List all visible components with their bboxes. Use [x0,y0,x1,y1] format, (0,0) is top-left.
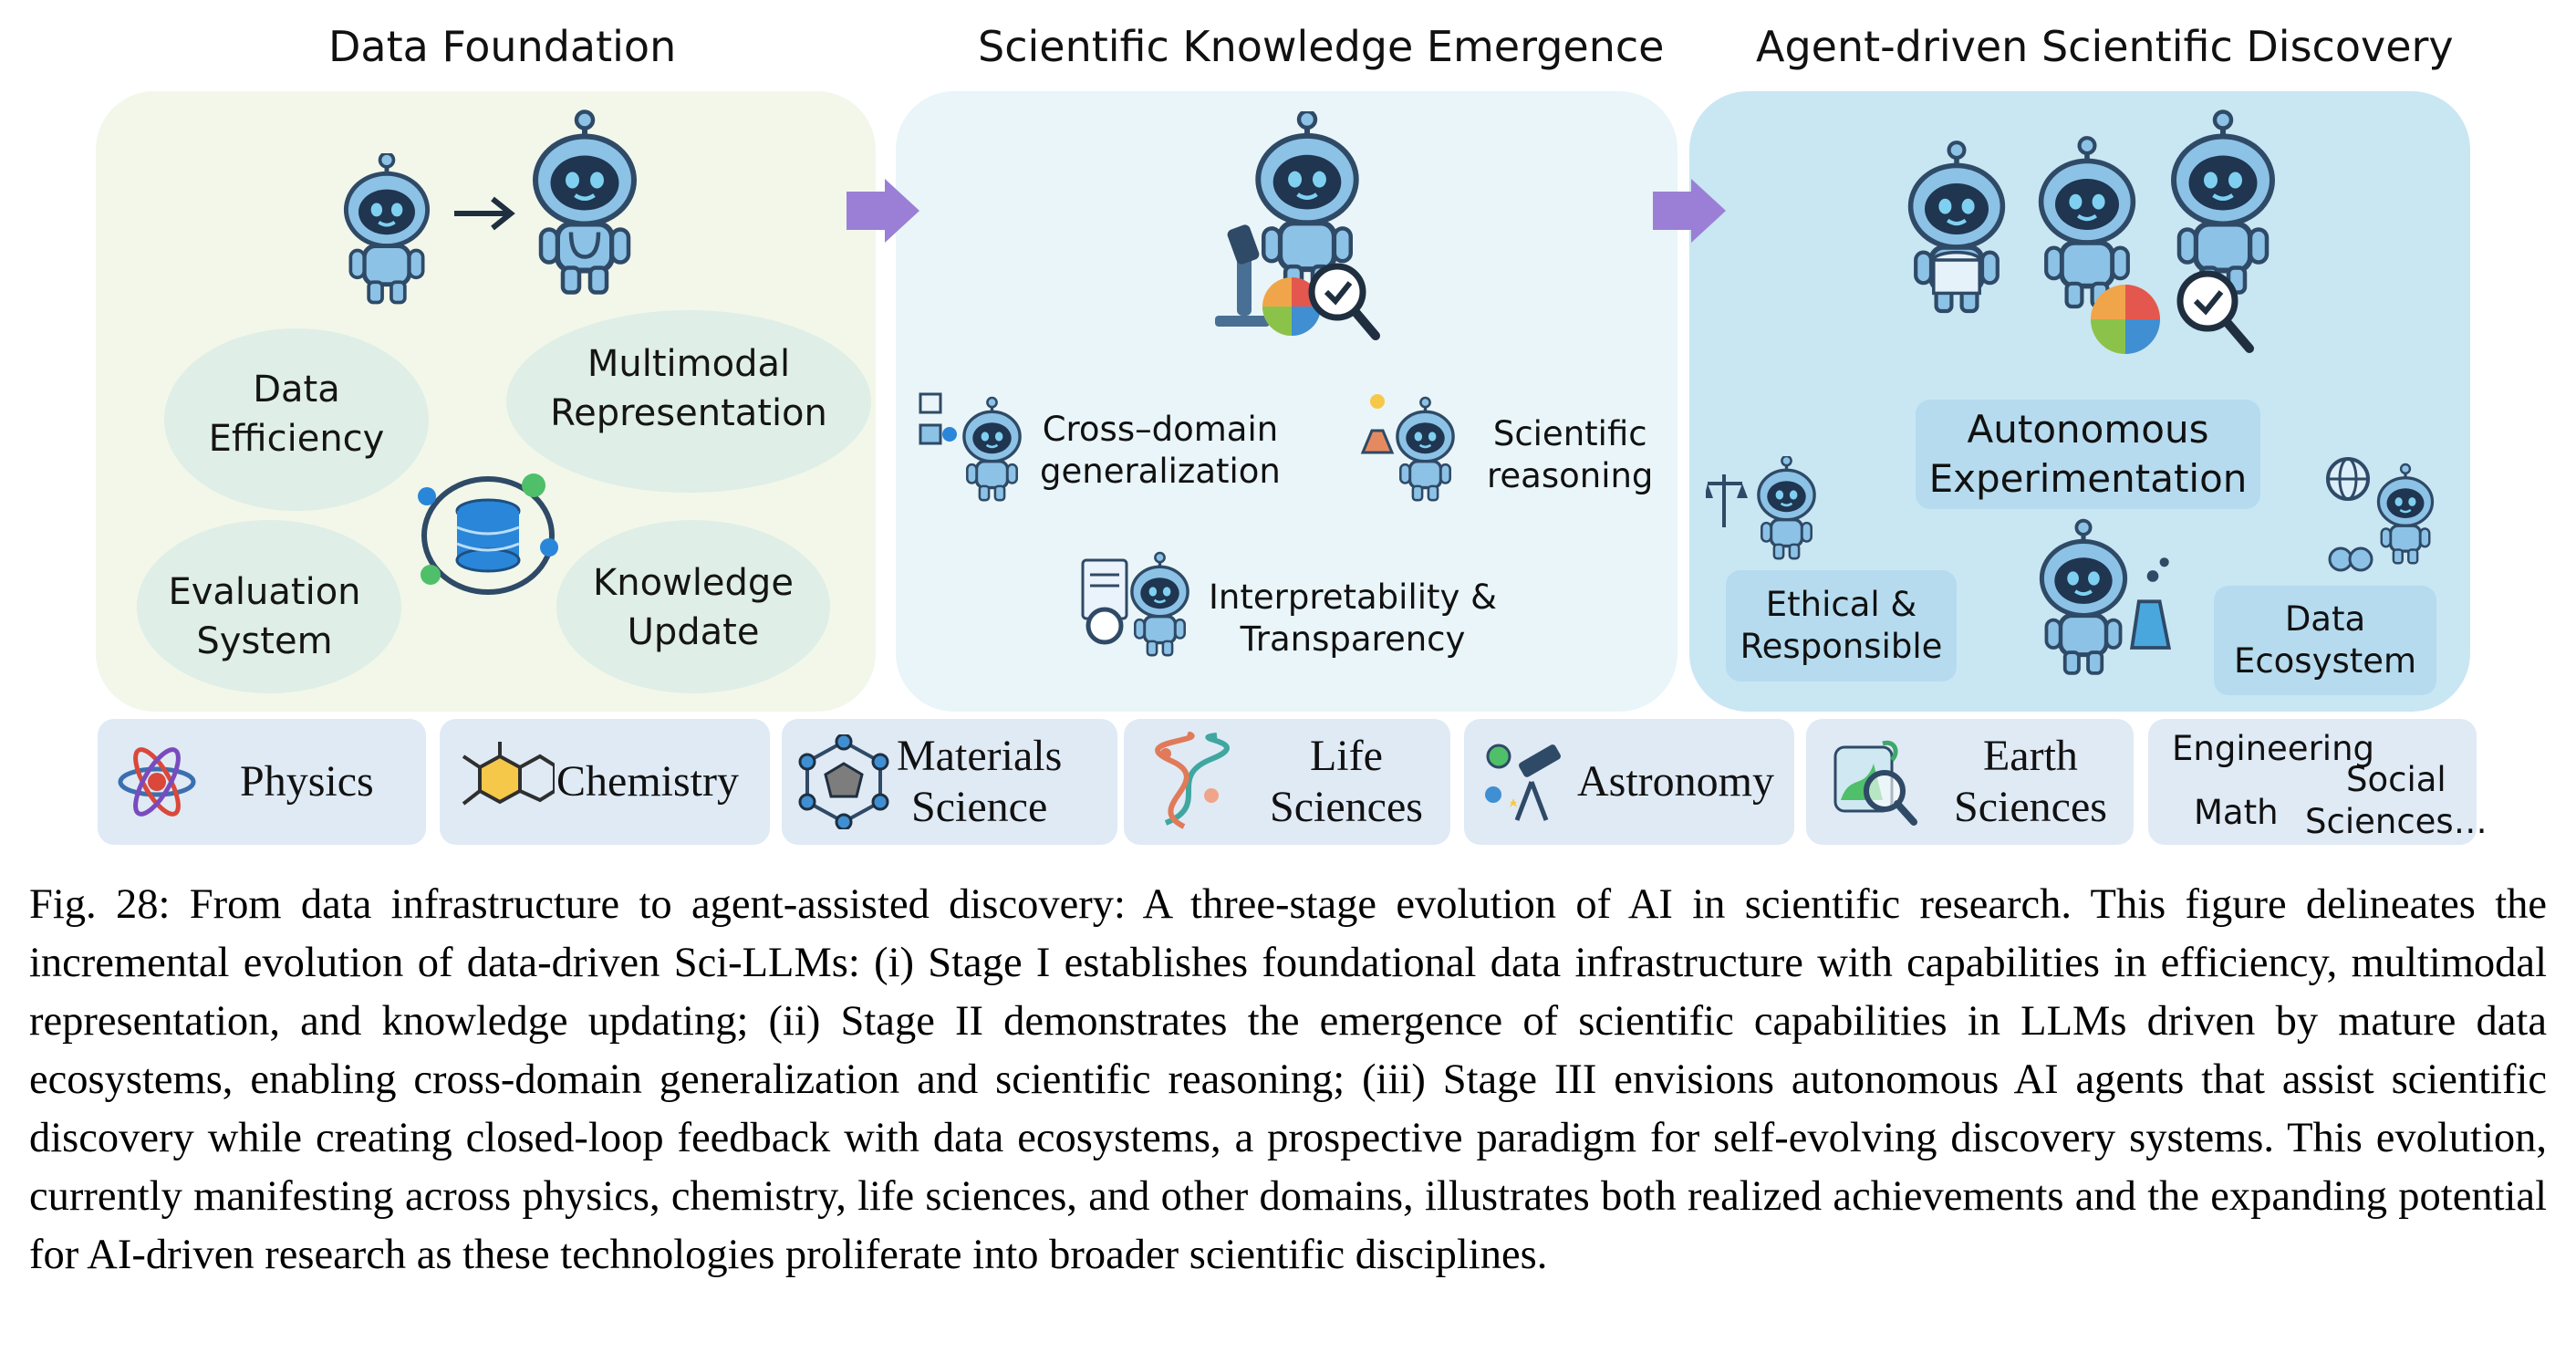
domain-tile-physics: Physics [98,719,426,845]
earth-magnifier-icon [1833,740,1917,826]
ecosystem-line1: Data [2284,599,2366,639]
chemistry-robot-icon [2023,509,2172,682]
ethical-responsible-box: Ethical &Responsible [1726,570,1957,682]
cross-domain-robot-icon [919,392,1022,502]
domain-tile-astronomy: Astronomy [1464,719,1794,845]
ethical-robot-icon [1706,456,1816,560]
stage-arrow-1-icon [847,179,919,243]
database-cycle-icon [418,473,558,595]
stage-arrow-2-icon [1653,179,1726,243]
autonomous-line1: Autonomous [1967,407,2209,452]
ethical-line1: Ethical & [1765,585,1917,624]
interpretability-transparency-label: Interpretability &Transparency [1209,577,1498,659]
math-label: Math [2194,793,2279,832]
astronomy-label: Astronomy [1577,757,1774,806]
domain-tile-chemistry: Chemistry [440,719,770,845]
autonomous-line2: Experimentation [1928,456,2248,501]
atom-icon [118,747,196,817]
interpretability-robot-icon [1081,551,1189,657]
data-efficiency-cloud [164,328,429,511]
doctor-robot-icon [516,108,653,299]
knowledge-update-cloud [556,520,830,693]
ethical-line2: Responsible [1740,627,1943,666]
crystal-network-icon [798,734,889,829]
chemistry-label: Chemistry [556,757,739,806]
stage-title-knowledge-emergence: Scientific Knowledge Emergence [978,22,1665,71]
microscope-chart-magnifier-icon [1215,224,1380,340]
stage-title-data-foundation: Data Foundation [328,22,677,71]
evaluation-cloud [137,520,401,693]
molecule-icon [462,742,555,806]
multimodal-cloud [506,310,871,493]
telescope-icon [1485,744,1561,821]
right-arrow-icon [454,196,515,231]
globe-robot-icon [2326,457,2435,572]
ecosystem-line2: Ecosystem [2233,641,2417,681]
figure-caption: Fig. 28: From data infrastructure to age… [29,881,2547,1278]
engineering-label: Engineering [2172,729,2374,768]
small-robot-icon [330,153,443,305]
reasoning-robot-icon [1360,394,1455,502]
database-robot-icon [1893,137,2020,319]
chart-magnifier-icon [2091,270,2254,354]
dna-icon [1155,732,1230,829]
stage-title-agent-discovery: Agent-driven Scientific Discovery [1756,22,2454,71]
physics-label: Physics [240,757,374,806]
